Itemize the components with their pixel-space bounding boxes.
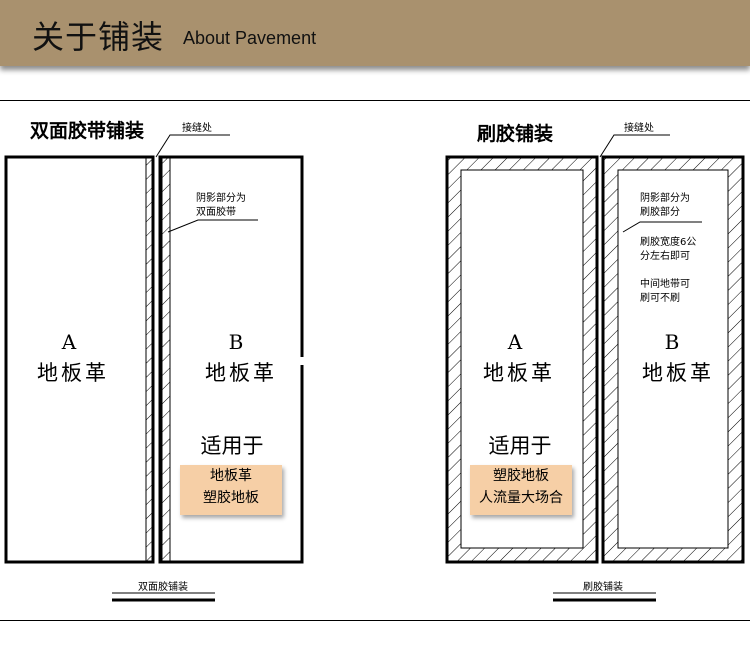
- right-suitable-tag: 塑胶地板 人流量大场合: [470, 465, 572, 515]
- left-caption: 双面胶铺装: [138, 582, 188, 593]
- left-panel-b-letter: B: [228, 330, 244, 354]
- right-seam-label: 接缝处: [624, 123, 654, 134]
- page-title: 关于铺装: [32, 18, 165, 56]
- right-panel-b-letter: B: [664, 330, 680, 354]
- left-panel-a: [4, 155, 155, 564]
- left-suitable-tag: 地板革 塑胶地板: [180, 465, 282, 515]
- right-shaded-note-2: 刷胶部分: [640, 207, 680, 218]
- right-caption: 刷胶铺装: [583, 582, 623, 593]
- left-seam-leader: [155, 134, 230, 158]
- left-suitable-item-1: 地板革: [210, 468, 252, 484]
- left-panel-a-letter: A: [61, 330, 77, 354]
- left-diagram: [4, 134, 304, 602]
- right-suitable-label: 适用于: [488, 434, 552, 458]
- right-panel-a-letter: A: [507, 330, 523, 354]
- right-section-title: 刷胶铺装: [477, 123, 554, 145]
- right-middle-note-2: 刷可不刷: [640, 293, 680, 304]
- right-seam-leader: [599, 134, 670, 158]
- left-seam-label: 接缝处: [182, 123, 212, 134]
- right-panel-a-material: 地板革: [483, 361, 555, 385]
- right-middle-note-1: 中间地带可: [640, 279, 690, 290]
- right-suitable-item-2: 人流量大场合: [479, 490, 563, 506]
- left-section-title: 双面胶带铺装: [30, 120, 145, 142]
- left-suitable-item-2: 塑胶地板: [203, 490, 259, 506]
- left-suitable-label: 适用于: [200, 434, 264, 458]
- right-suitable-item-1: 塑胶地板: [493, 468, 549, 484]
- left-tape-b: [161, 157, 171, 562]
- left-shaded-leader: [167, 219, 258, 233]
- left-panel-a-material: 地板革: [37, 361, 109, 385]
- left-panel-b-material: 地板革: [205, 361, 277, 385]
- page-subtitle: About Pavement: [183, 28, 317, 48]
- right-panel-b-center: [617, 169, 729, 549]
- page-header: 关于铺装 About Pavement: [0, 0, 750, 66]
- right-shaded-leader: [622, 221, 702, 233]
- left-shaded-note-1: 阴影部分为: [196, 193, 246, 204]
- right-width-note-1: 刷胶宽度6公: [640, 237, 697, 248]
- bottom-divider: [0, 620, 750, 621]
- left-panel-b: [158, 155, 304, 564]
- top-divider: [0, 100, 750, 101]
- right-panel-b-material: 地板革: [642, 361, 714, 385]
- left-shaded-note-2: 双面胶带: [196, 207, 236, 218]
- right-shaded-note-1: 阴影部分为: [640, 193, 690, 204]
- left-tape-a: [145, 157, 155, 562]
- right-width-note-2: 分左右即可: [640, 251, 690, 262]
